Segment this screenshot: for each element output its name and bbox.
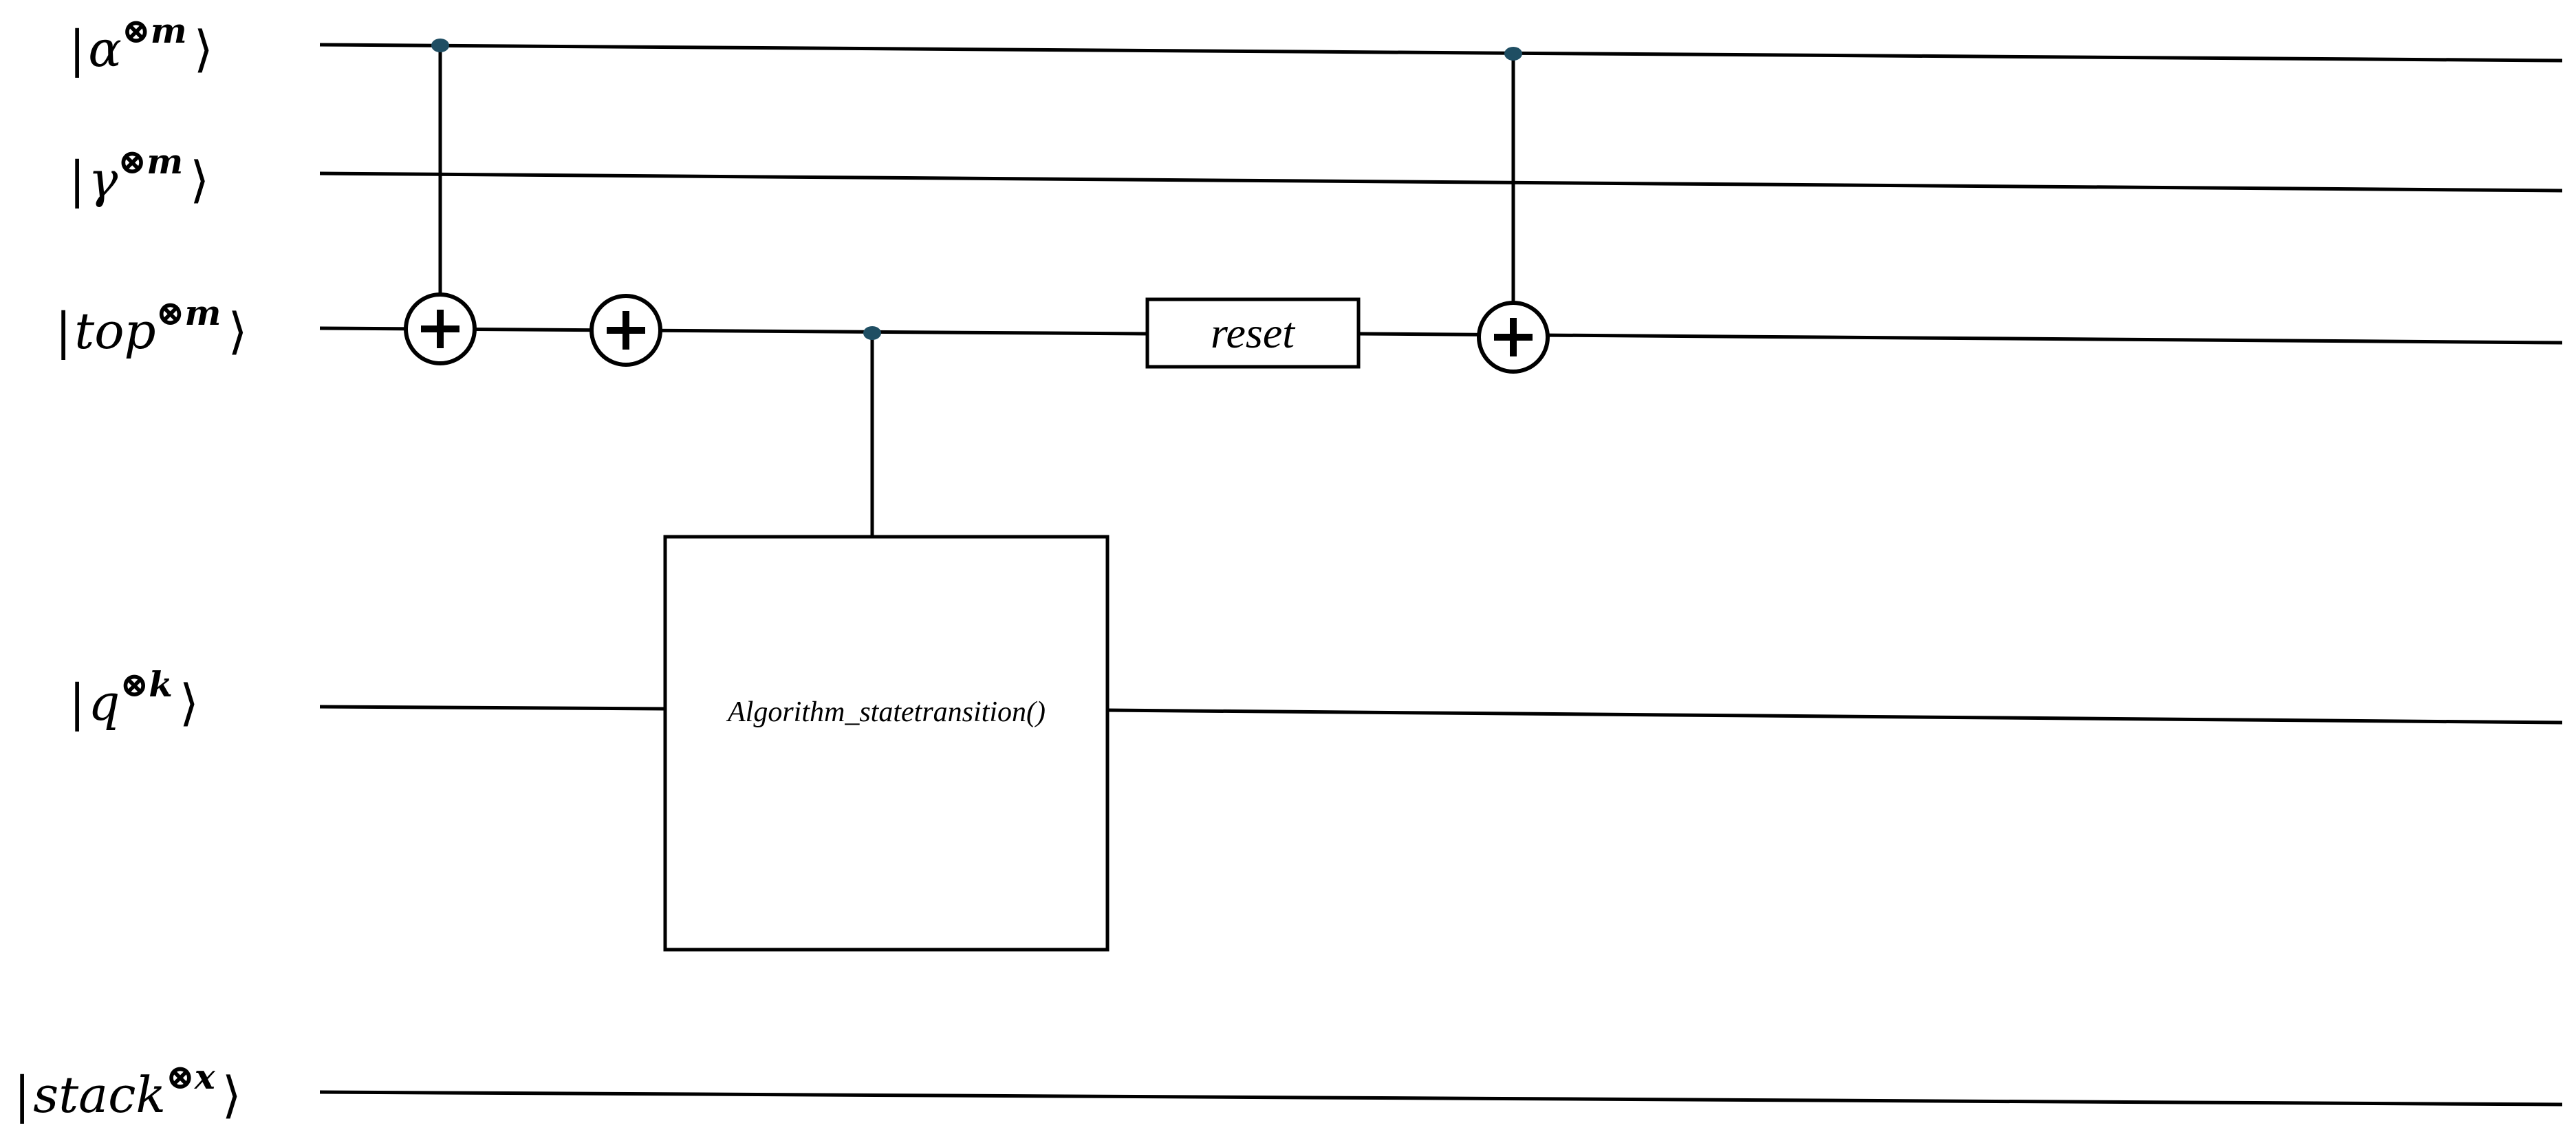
register-symbol: stack	[33, 1066, 166, 1124]
register-label-gamma: |γ⊗m⟩	[69, 141, 210, 209]
wire-q	[319, 705, 666, 711]
register-exponent: ⊗m	[118, 141, 184, 182]
register-exponent: ⊗k	[120, 664, 173, 705]
register-label-q: |q⊗k⟩	[69, 664, 199, 731]
register-symbol: top	[74, 302, 156, 360]
register-label-top: |top⊗m⟩	[55, 292, 248, 360]
control-dot	[431, 39, 449, 52]
register-symbol: α	[88, 20, 122, 78]
wire-gamma	[319, 171, 2563, 193]
wire-alpha	[319, 43, 2563, 63]
control-dot	[863, 326, 881, 340]
not-gate-icon	[589, 294, 662, 367]
reset-gate-label: reset	[1211, 308, 1296, 357]
register-symbol: q	[88, 674, 120, 731]
register-symbol: γ	[88, 151, 118, 209]
cnot-target-icon	[1477, 301, 1550, 374]
register-exponent: ⊗m	[121, 10, 187, 51]
register-label-stack: |stack⊗x⟩	[14, 1056, 241, 1124]
control-dot	[1504, 47, 1522, 61]
wire-q	[1107, 708, 2563, 725]
register-exponent: ⊗x	[166, 1056, 215, 1097]
algorithm-gate-box	[663, 535, 1110, 952]
reset-gate-box	[1145, 297, 1361, 369]
algorithm-gate-label: Algorithm_statetransition()	[726, 696, 1046, 728]
register-label-alpha: |α⊗m⟩	[69, 10, 213, 78]
wire-stack	[319, 1090, 2563, 1107]
cnot-target-icon	[404, 292, 477, 365]
wire-top	[1358, 332, 2563, 345]
register-exponent: ⊗m	[155, 292, 221, 333]
